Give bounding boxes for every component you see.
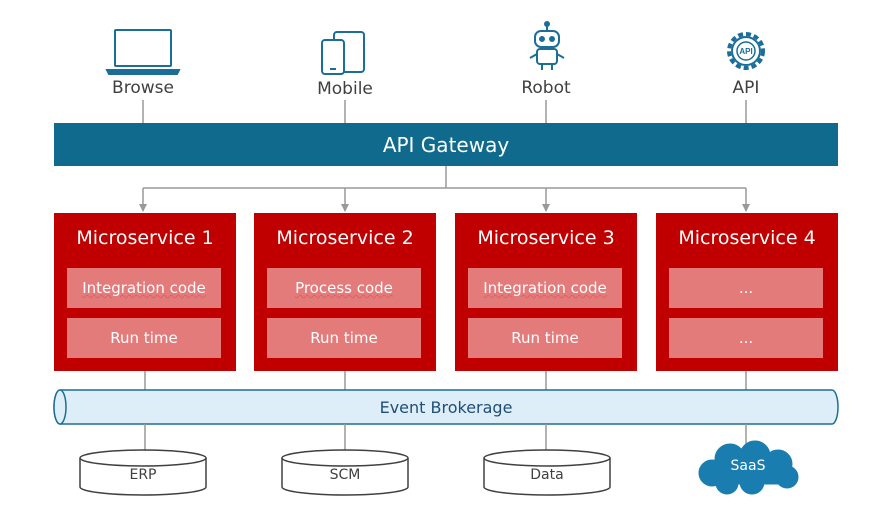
- microservice-3-title: Microservice 3: [477, 227, 615, 249]
- gateway-connectors: [139, 166, 750, 212]
- laptop-icon: [105, 29, 181, 75]
- data-cylinder: [483, 449, 611, 496]
- microservice-2-title: Microservice 2: [276, 227, 414, 249]
- microservice-box: [656, 213, 838, 371]
- api-gear-icon: API: [727, 32, 765, 70]
- scm-cylinder: [281, 449, 409, 496]
- ms2-code-label: Process code: [268, 279, 420, 297]
- ms2-runtime-label: Run time: [310, 329, 378, 347]
- client-label-mobile: Mobile: [317, 79, 373, 99]
- api-gateway-bar: [54, 123, 838, 166]
- event-brokerage-tube: [53, 389, 839, 425]
- store-connectors: [144, 424, 747, 450]
- scm-label: SCM: [329, 467, 361, 483]
- ms4-item-1-label: ...: [738, 279, 754, 297]
- saas-label: SaaS: [730, 458, 766, 474]
- microservice-box: [254, 213, 436, 371]
- event-brokerage-label: Event Brokerage: [379, 398, 513, 417]
- data-label: Data: [530, 467, 564, 483]
- client-label-robot: Robot: [521, 78, 571, 98]
- ms1-code-label: Integration code: [68, 279, 220, 297]
- broker-connectors: [144, 371, 747, 390]
- client-label-browse: Browse: [112, 78, 174, 98]
- api-gateway-label: API Gateway: [382, 133, 510, 157]
- robot-icon: [529, 21, 565, 70]
- ms1-code-text: Integration code: [82, 279, 206, 297]
- ms3-runtime-label: Run time: [511, 329, 579, 347]
- ms3-code-text: Integration code: [483, 279, 607, 297]
- saas-cloud: [698, 440, 799, 495]
- ms4-item-2-label: ...: [738, 329, 754, 347]
- erp-label: ERP: [129, 467, 157, 483]
- ms2-code-text: Process code: [295, 279, 393, 297]
- microservice-4-title: Microservice 4: [678, 227, 816, 249]
- client-label-api: API: [732, 78, 760, 98]
- mobile-devices-icon: [321, 31, 365, 75]
- erp-cylinder: [79, 449, 207, 496]
- ms3-code-label: Integration code: [469, 279, 621, 297]
- ms1-runtime-label: Run time: [110, 329, 178, 347]
- microservice-box: [54, 213, 236, 371]
- microservice-1-title: Microservice 1: [76, 227, 214, 249]
- microservice-box: [455, 213, 637, 371]
- client-connectors: [142, 100, 747, 123]
- api-icon-text: API: [739, 47, 752, 56]
